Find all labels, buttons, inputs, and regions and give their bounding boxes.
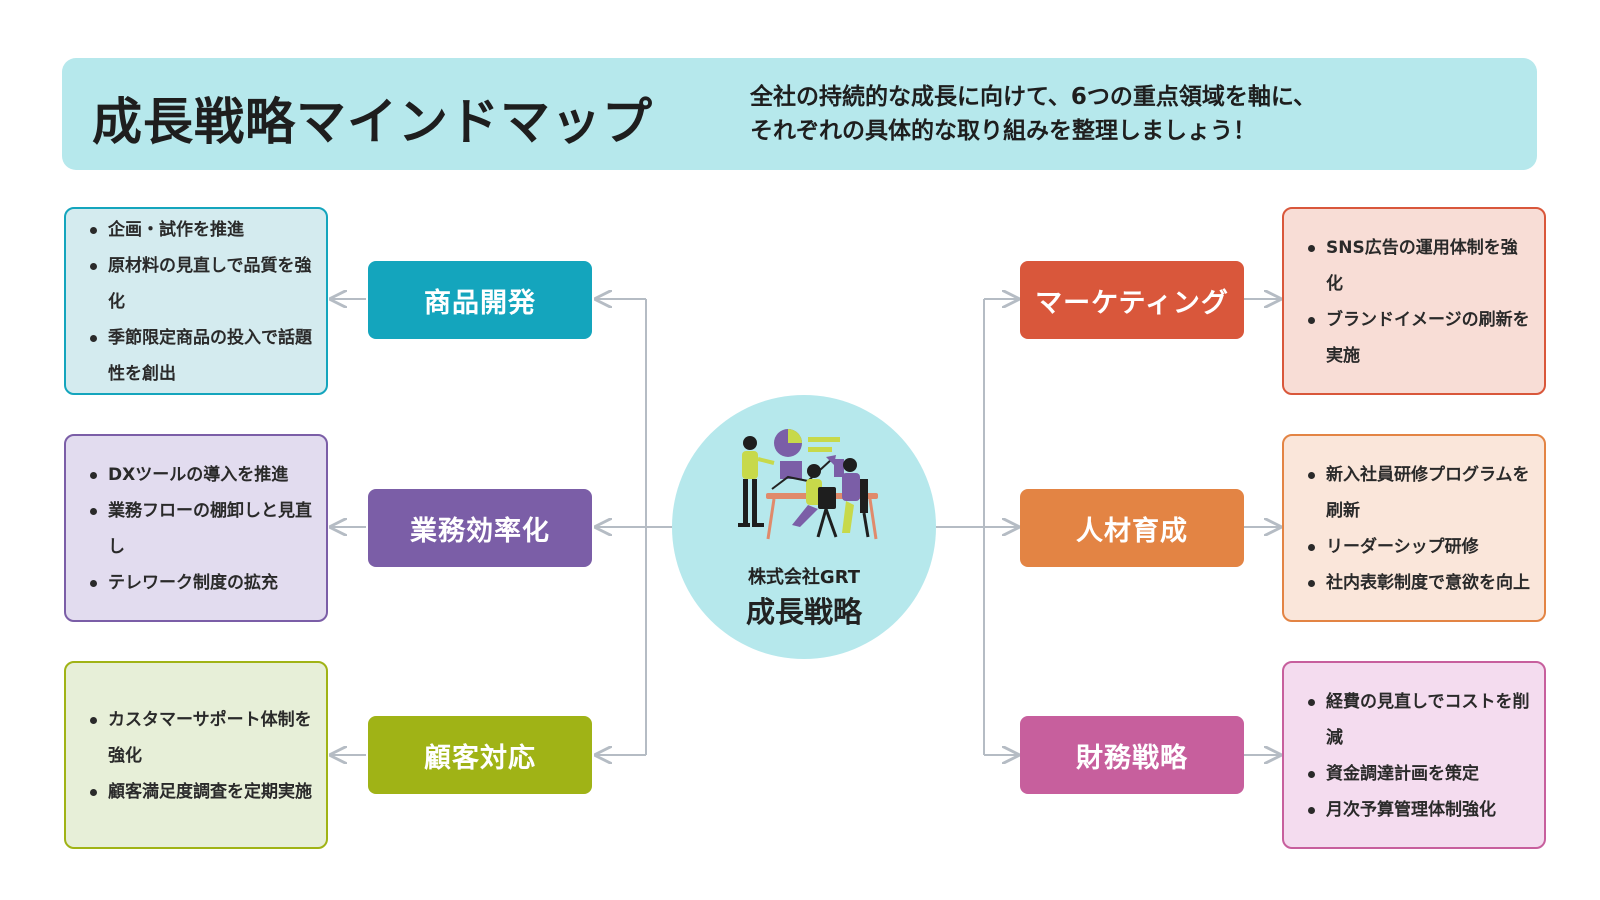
detail-item: DXツールの導入を推進	[88, 457, 312, 493]
team-meeting-illustration	[738, 429, 878, 540]
detail-item: 原材料の見直しで品質を強化	[88, 248, 312, 320]
detail-item: 経費の見直しでコストを削減	[1306, 684, 1530, 756]
header-banner: 成長戦略マインドマップ 全社の持続的な成長に向けて、6つの重点領域を軸に、 それ…	[62, 58, 1537, 170]
detail-box-human-resources: 新入社員研修プログラムを刷新リーダーシップ研修社内表彰制度で意欲を向上	[1282, 434, 1546, 622]
category-financial-strategy: 財務戦略	[1020, 716, 1244, 794]
detail-item: 月次予算管理体制強化	[1306, 792, 1530, 828]
category-product-development: 商品開発	[368, 261, 592, 339]
detail-item: 社内表彰制度で意欲を向上	[1306, 565, 1530, 601]
category-customer-service: 顧客対応	[368, 716, 592, 794]
detail-item: リーダーシップ研修	[1306, 529, 1530, 565]
detail-item: 季節限定商品の投入で話題性を創出	[88, 320, 312, 392]
detail-box-financial-strategy: 経費の見直しでコストを削減資金調達計画を策定月次予算管理体制強化	[1282, 661, 1546, 849]
category-marketing: マーケティング	[1020, 261, 1244, 339]
page-title: 成長戦略マインドマップ	[92, 93, 653, 151]
detail-box-marketing: SNS広告の運用体制を強化ブランドイメージの刷新を実施	[1282, 207, 1546, 395]
page-subtitle: 全社の持続的な成長に向けて、6つの重点領域を軸に、 それぞれの具体的な取り組みを…	[750, 80, 1316, 148]
detail-item: 業務フローの棚卸しと見直し	[88, 493, 312, 565]
center-node: 株式会社GRT 成長戦略	[672, 395, 936, 659]
subtitle-line-1: 全社の持続的な成長に向けて、6つの重点領域を軸に、	[750, 84, 1317, 110]
detail-box-customer-service: カスタマーサポート体制を強化顧客満足度調査を定期実施	[64, 661, 328, 849]
center-company-name: 株式会社GRT	[747, 567, 861, 588]
detail-item: 新入社員研修プログラムを刷新	[1306, 457, 1530, 529]
category-operational-efficiency: 業務効率化	[368, 489, 592, 567]
detail-item: 企画・試作を推進	[88, 212, 312, 248]
detail-item: 顧客満足度調査を定期実施	[88, 774, 312, 810]
detail-box-product-development: 企画・試作を推進原材料の見直しで品質を強化季節限定商品の投入で話題性を創出	[64, 207, 328, 395]
subtitle-line-2: それぞれの具体的な取り組みを整理しましょう！	[750, 118, 1256, 144]
detail-box-operational-efficiency: DXツールの導入を推進業務フローの棚卸しと見直しテレワーク制度の拡充	[64, 434, 328, 622]
detail-item: カスタマーサポート体制を強化	[88, 702, 312, 774]
category-human-resources: 人材育成	[1020, 489, 1244, 567]
detail-item: ブランドイメージの刷新を実施	[1306, 302, 1530, 374]
center-title: 成長戦略	[745, 595, 862, 629]
detail-item: SNS広告の運用体制を強化	[1306, 230, 1530, 302]
detail-item: 資金調達計画を策定	[1306, 756, 1530, 792]
detail-item: テレワーク制度の拡充	[88, 565, 312, 601]
